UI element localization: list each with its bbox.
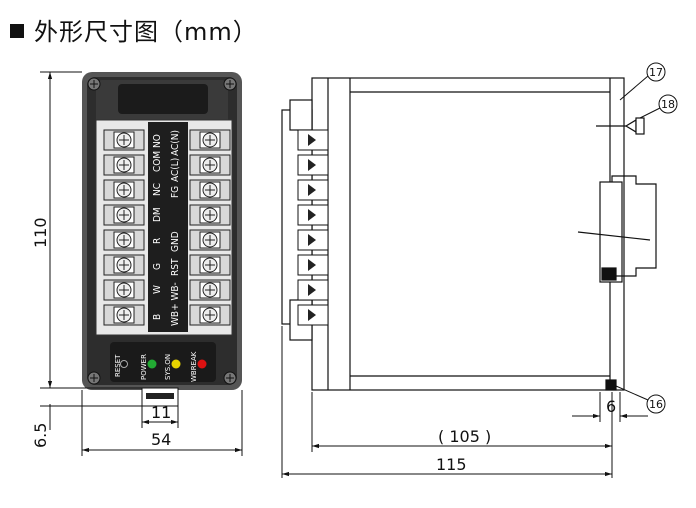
din-rail-profile [577, 175, 657, 391]
dim-54: 54 [151, 430, 171, 449]
terminal-rows [103, 129, 231, 326]
label-acl: AC(L) [170, 158, 181, 182]
dim-110: 110 [31, 217, 50, 248]
label-no: NO [152, 134, 163, 148]
label-b: B [152, 314, 163, 320]
reset-button[interactable] [120, 360, 128, 368]
terminal-screw-right [189, 179, 231, 201]
dim-105: ( 105 ) [438, 427, 491, 446]
page-title: 外形尺寸图（mm） [10, 12, 258, 47]
terminal-screw-right [189, 129, 231, 151]
label-gnd: GND [170, 231, 181, 252]
callout-18: 18 [658, 94, 678, 114]
sys-on-led [171, 359, 181, 369]
screw-icon [223, 371, 237, 385]
terminal-screw-right [189, 154, 231, 176]
side-view [281, 77, 625, 391]
square-bullet-icon [10, 24, 24, 38]
screw-icon [87, 77, 101, 91]
screw-icon [223, 77, 237, 91]
terminal-screw-right [189, 279, 231, 301]
led-panel [110, 342, 216, 382]
side-terminal [297, 204, 329, 226]
label-nc: NC [152, 183, 163, 196]
side-terminal [297, 179, 329, 201]
callout-17: 17 [646, 62, 666, 82]
led-label-power: POWER [140, 354, 148, 380]
screw-profile-icon [596, 117, 645, 135]
terminal-screw-left [103, 204, 145, 226]
terminal-screw-right [189, 229, 231, 251]
label-g: G [152, 263, 163, 270]
side-terminal-rows [297, 129, 329, 326]
dim-6: 6 [606, 397, 616, 416]
terminal-screw-right [189, 254, 231, 276]
side-terminal [297, 254, 329, 276]
led-label-wbreak: WBREAK [190, 351, 198, 382]
label-strip [148, 122, 188, 332]
terminal-screw-left [103, 304, 145, 326]
svg-text:17: 17 [649, 66, 663, 79]
side-terminal [297, 154, 329, 176]
label-com: COM [152, 151, 163, 172]
label-acn: AC(N) [170, 130, 181, 156]
label-rst: RST [170, 258, 181, 276]
label-wb-1: WB+ WB- [170, 282, 181, 326]
dim-115: 115 [436, 455, 467, 474]
front-dimensions [40, 71, 243, 456]
label-r: R [152, 238, 163, 244]
dim-6-5: 6.5 [31, 423, 50, 448]
side-terminal [297, 129, 329, 151]
side-terminal [297, 229, 329, 251]
terminal-labels: B W G R DM NC COM NO WB+ WB- RST GND FG … [152, 130, 181, 326]
terminal-screw-right [189, 304, 231, 326]
wbreak-led [197, 359, 207, 369]
title-text: 外形尺寸图（mm） [34, 18, 258, 46]
callout-16: 16 [646, 394, 666, 414]
terminal-screw-left [103, 254, 145, 276]
svg-text:16: 16 [649, 398, 663, 411]
side-terminal [297, 304, 329, 326]
side-dimensions [281, 75, 661, 478]
terminal-screw-left [103, 229, 145, 251]
terminal-screw-left [103, 279, 145, 301]
screw-icon [87, 371, 101, 385]
terminal-screw-left [103, 154, 145, 176]
terminal-screw-right [189, 204, 231, 226]
svg-text:18: 18 [661, 98, 675, 111]
front-view: B W G R DM NC COM NO WB+ WB- RST GND FG … [82, 72, 242, 407]
label-dm: DM [152, 207, 163, 222]
terminal-screw-left [103, 179, 145, 201]
terminal-screw-left [103, 129, 145, 151]
led-label-sys-on: SYS.ON [164, 354, 172, 380]
dim-11: 11 [151, 403, 171, 422]
led-label-reset: RESET [114, 354, 122, 377]
side-terminal [297, 279, 329, 301]
power-led [147, 359, 157, 369]
label-fg: FG [170, 186, 181, 198]
display-window [118, 84, 208, 114]
label-w: W [152, 285, 163, 294]
